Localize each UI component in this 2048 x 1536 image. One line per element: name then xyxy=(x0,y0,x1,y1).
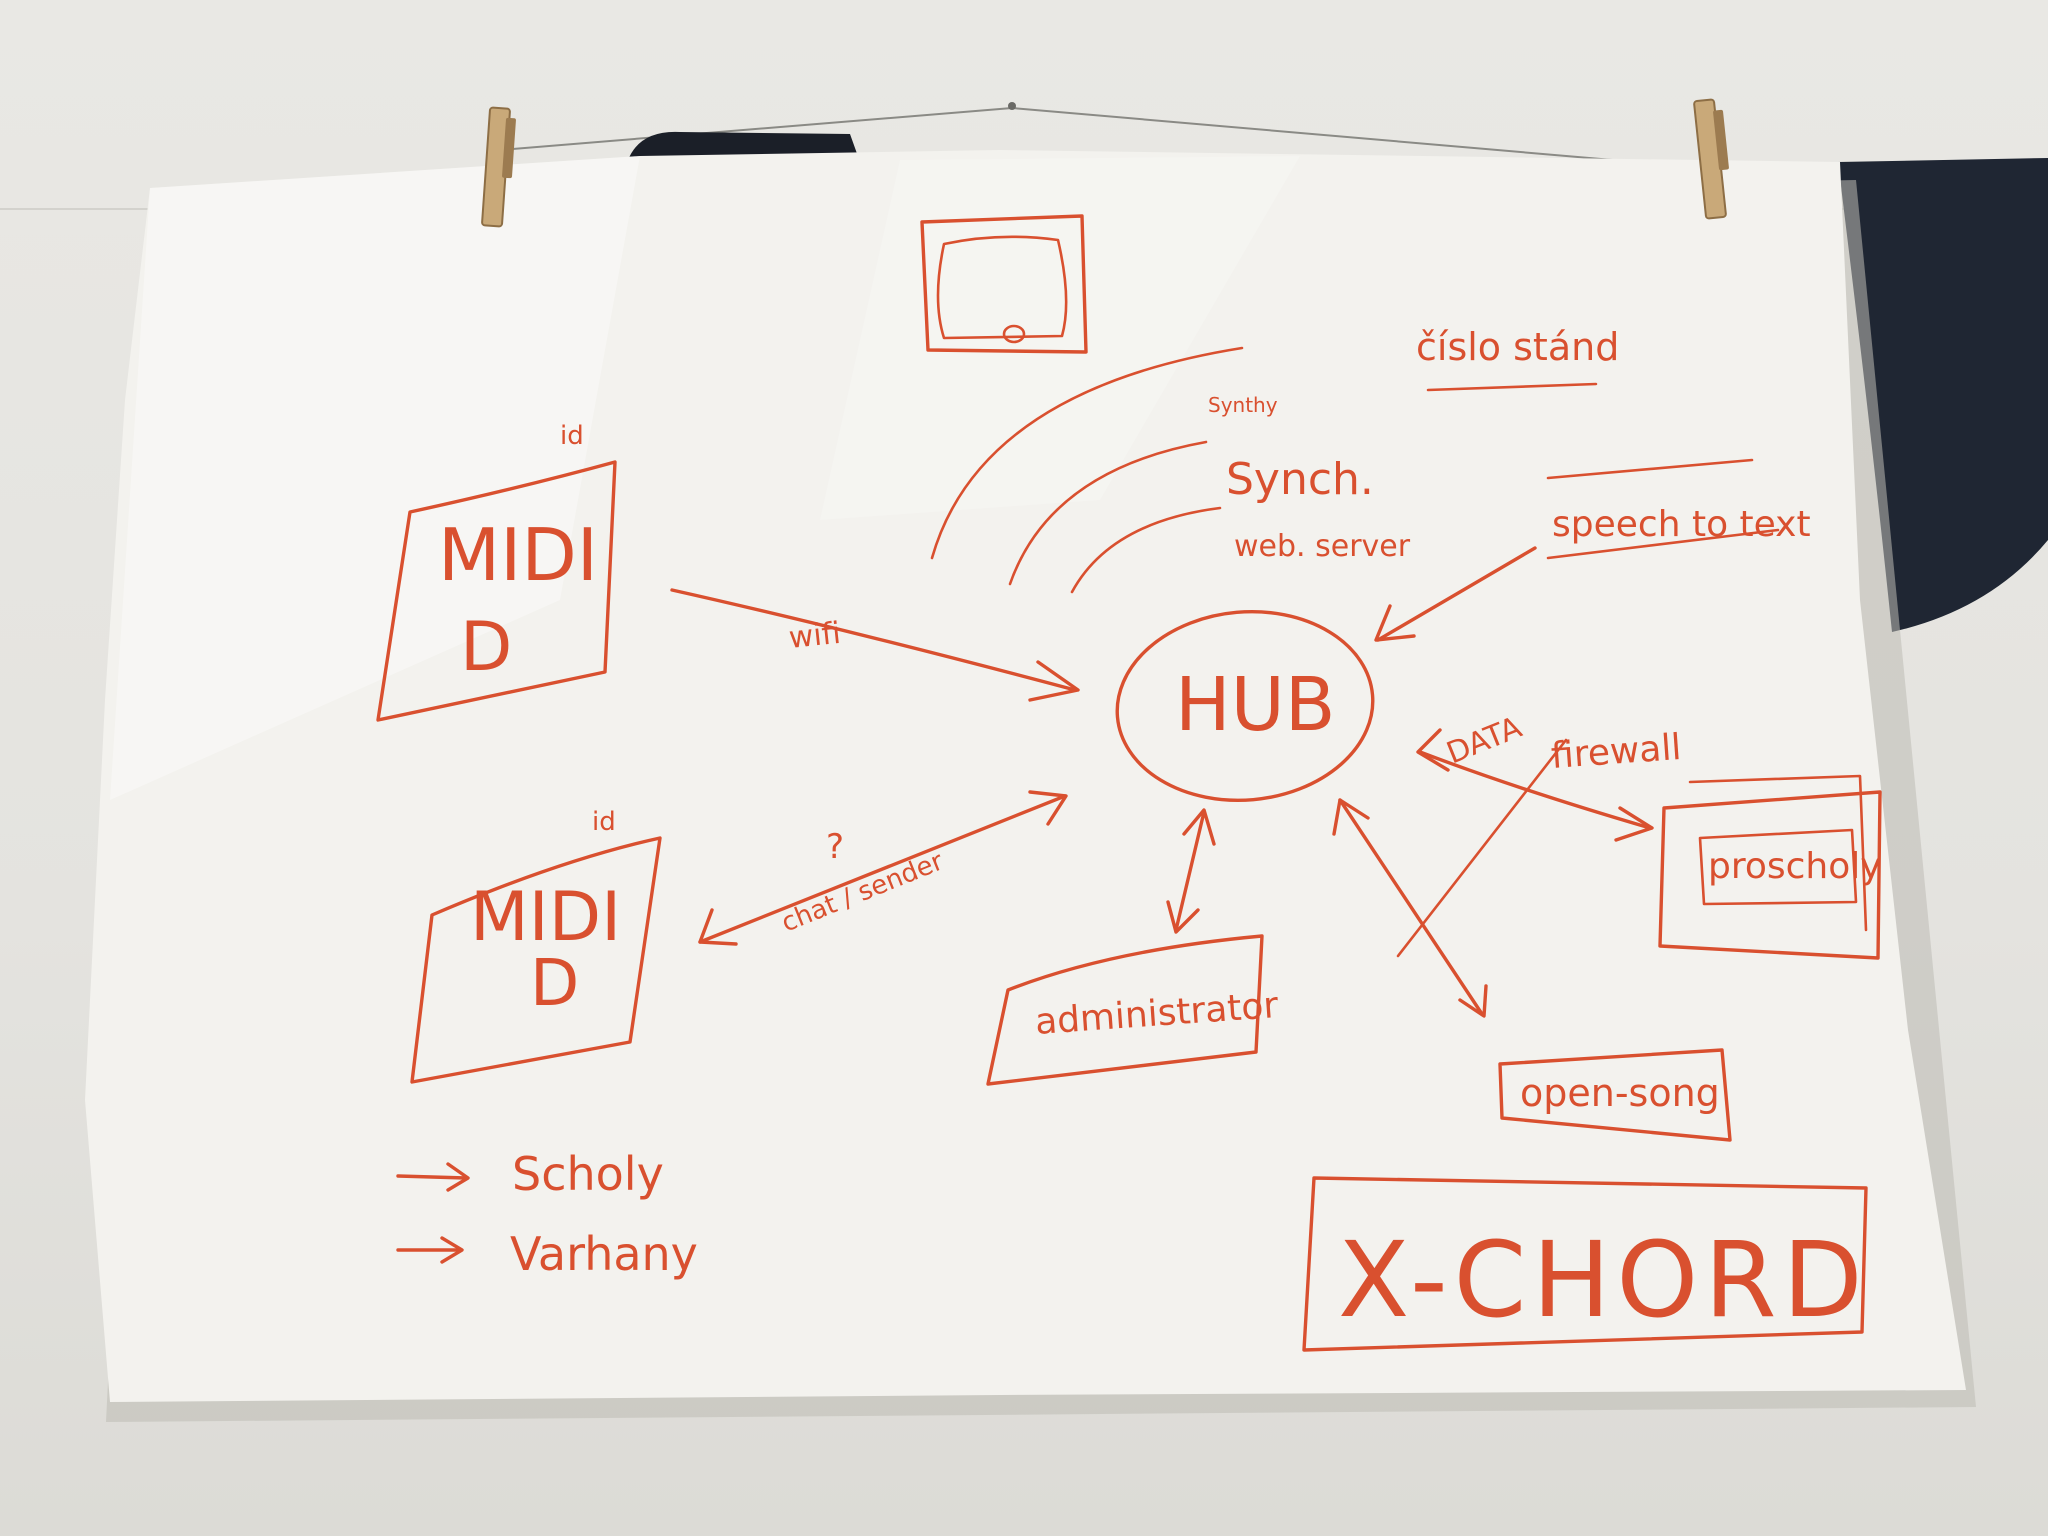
speech-to-text-note: speech to text xyxy=(1552,504,1811,545)
administrator-box xyxy=(986,934,1264,1086)
open-song-box xyxy=(1498,1048,1732,1142)
signal-top-word: Synthy xyxy=(1208,393,1278,417)
paper-sheet xyxy=(85,150,1966,1402)
speech-top-line xyxy=(1546,458,1754,480)
proscholy-label: proscholy xyxy=(1708,846,1882,887)
chat-sender-arrow xyxy=(698,794,1067,944)
firewall-label: firewall xyxy=(1550,727,1683,777)
list-item-2: Varhany xyxy=(510,1227,698,1281)
clothespin-right xyxy=(1693,98,1729,220)
midi-bottom-line1: MIDI xyxy=(470,878,621,957)
open-song-label: open-song xyxy=(1520,1071,1720,1115)
dark-fabric-right xyxy=(1838,158,2048,632)
list-item-1: Scholy xyxy=(512,1147,664,1201)
midi-top-line2: D xyxy=(460,608,512,687)
admin-arrow xyxy=(1174,810,1206,932)
screen-sketch xyxy=(920,214,1088,354)
midi-top-box xyxy=(376,460,617,722)
x-chord-box xyxy=(1302,1176,1868,1352)
wifi-label: wifi xyxy=(787,616,842,656)
open-song-arrow xyxy=(1338,798,1484,1016)
midi-top-tag: id xyxy=(560,421,584,451)
firewall-slash xyxy=(1396,738,1568,958)
wifi-arrow xyxy=(670,588,1077,692)
hub-label: HUB xyxy=(1175,662,1336,748)
cislo-stand-note: číslo stánd xyxy=(1416,325,1619,369)
midi-top-line1: MIDI xyxy=(438,513,598,597)
hub-circle xyxy=(1115,609,1375,803)
question-mark: ? xyxy=(826,827,844,867)
cislo-stand-underline xyxy=(1426,382,1598,392)
midi-bottom-line2: D xyxy=(530,947,579,1021)
signal-line1: Synch. xyxy=(1226,454,1374,505)
clothespin-left xyxy=(481,106,516,228)
speech-arrow xyxy=(1376,546,1537,642)
speech-underline xyxy=(1546,528,1780,560)
proscholy-box xyxy=(1658,774,1882,960)
midi-bottom-box xyxy=(410,836,662,1084)
list-arrows xyxy=(396,1162,470,1264)
midi-bottom-tag: id xyxy=(592,807,616,837)
x-chord-label: X-CHORD xyxy=(1338,1219,1869,1341)
signal-waves xyxy=(930,346,1244,594)
signal-line2: web. server xyxy=(1234,529,1411,564)
